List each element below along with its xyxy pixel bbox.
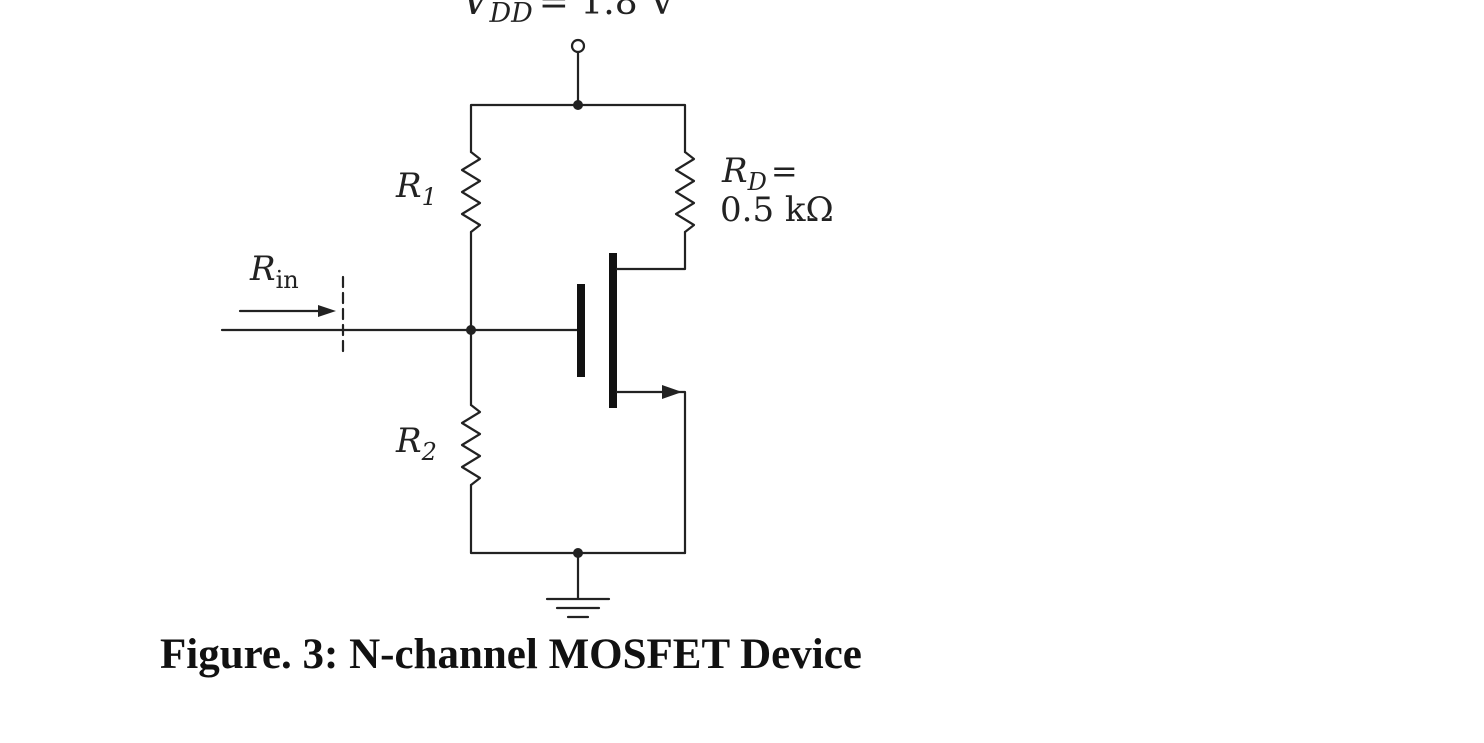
rd-value: 0.5 kΩ: [720, 190, 834, 230]
ground-icon: [545, 597, 611, 619]
vdd-label: VDD= 1.8 V: [462, 0, 676, 29]
r2-label: R2: [395, 421, 437, 466]
rin-arrow-head: [318, 305, 336, 317]
rin-label: Rin: [249, 249, 299, 294]
rd-resistor: [674, 150, 696, 234]
vdd-terminal: [570, 38, 586, 54]
drain-wire: [615, 230, 687, 271]
bottom-rail: [469, 483, 687, 555]
figure-caption: Figure. 3: N-channel MOSFET Device: [160, 631, 862, 678]
rd-label: RD=: [721, 151, 798, 196]
r2-resistor: [460, 403, 482, 487]
r1-resistor: [460, 150, 482, 234]
r1-label: R1: [395, 166, 437, 211]
source-to-ground-wire: [666, 390, 687, 555]
top-rail: [469, 103, 687, 154]
